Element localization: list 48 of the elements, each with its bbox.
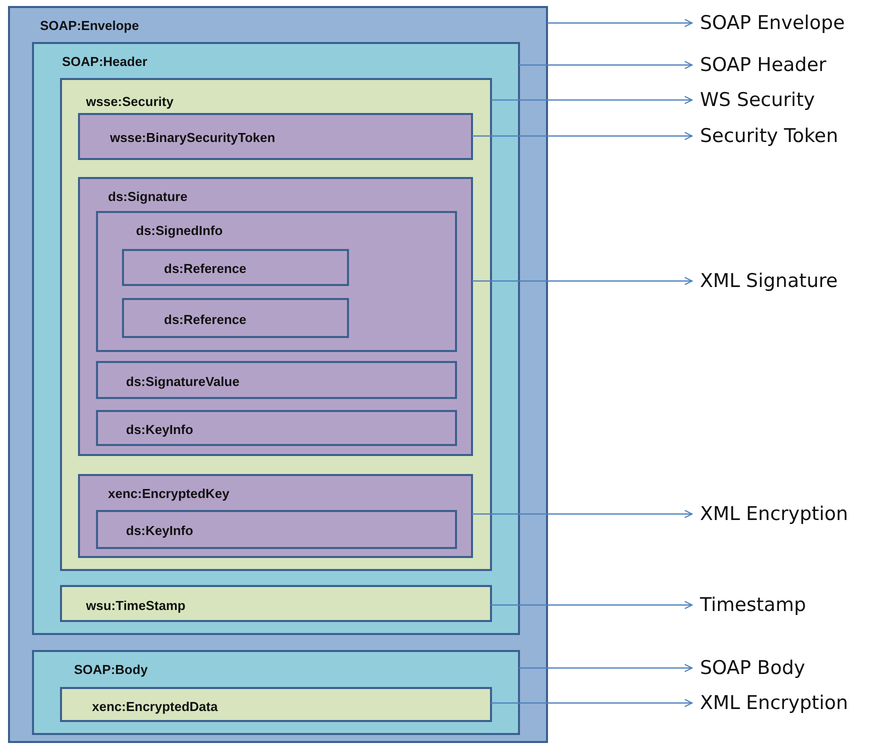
box-title: ds:Reference — [164, 261, 246, 276]
box-title: SOAP:Header — [62, 54, 148, 69]
element-box — [78, 113, 473, 160]
callout-label: Security Token — [700, 125, 838, 147]
arrow — [519, 60, 693, 70]
arrow — [519, 664, 693, 672]
callout-label: Timestamp — [700, 594, 806, 616]
arrow — [491, 600, 693, 610]
arrow — [472, 510, 693, 518]
box-title: ds:KeyInfo — [126, 523, 194, 538]
callout-label: WS Security — [700, 89, 815, 111]
callout-label: XML Signature — [700, 270, 838, 292]
box-title: SOAP:Body — [74, 662, 148, 677]
box-title: ds:KeyInfo — [126, 422, 194, 437]
element-box — [78, 177, 473, 456]
element-box — [96, 211, 457, 352]
element-box — [60, 585, 492, 622]
box-title: ds:SignedInfo — [136, 223, 223, 238]
callout-label: SOAP Header — [700, 54, 826, 76]
arrow — [472, 276, 693, 286]
arrow — [491, 698, 693, 708]
element-box — [122, 249, 349, 286]
box-title: wsse:Security — [86, 94, 174, 109]
element-box — [122, 298, 349, 338]
element-box — [78, 474, 473, 558]
callout-label: XML Encryption — [700, 503, 848, 525]
element-box — [96, 510, 457, 549]
element-box — [96, 361, 457, 399]
box-title: SOAP:Envelope — [40, 18, 139, 33]
element-box — [60, 687, 492, 722]
box-title: xenc:EncryptedKey — [108, 486, 230, 501]
callout-label: SOAP Body — [700, 657, 806, 679]
element-box — [8, 6, 548, 743]
arrow — [547, 18, 693, 28]
box-title: wsu:TimeStamp — [86, 598, 186, 613]
element-box — [96, 410, 457, 446]
box-title: wsse:BinarySecurityToken — [110, 130, 276, 145]
box-title: ds:Signature — [108, 189, 188, 204]
callout-label: XML Encryption — [700, 692, 848, 714]
callout-label: SOAP Envelope — [700, 12, 845, 34]
element-box — [32, 42, 520, 635]
element-box — [32, 650, 520, 735]
element-box — [60, 78, 492, 571]
box-title: xenc:EncryptedData — [92, 699, 218, 714]
box-title: ds:Reference — [164, 312, 246, 327]
arrow — [491, 96, 693, 104]
arrow — [472, 132, 693, 140]
box-title: ds:SignatureValue — [126, 374, 240, 389]
